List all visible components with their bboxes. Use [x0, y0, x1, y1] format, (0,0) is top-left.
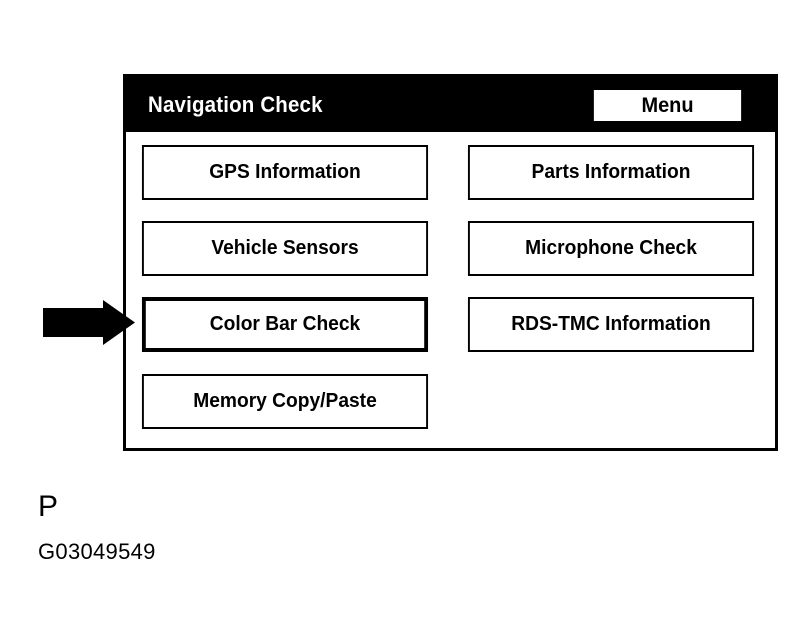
menu-button[interactable]: Menu	[593, 90, 742, 121]
caption-label: P	[38, 490, 59, 523]
navigation-check-panel: Navigation Check Menu GPS Information Ve…	[123, 74, 778, 451]
button-parts-information[interactable]: Parts Information	[467, 145, 755, 200]
button-vehicle-sensors[interactable]: Vehicle Sensors	[141, 221, 429, 276]
button-gps-information[interactable]: GPS Information	[141, 145, 429, 200]
page-title: Navigation Check	[148, 91, 323, 117]
panel-title-bar: Navigation Check Menu	[126, 77, 775, 132]
menu-button-grid: GPS Information Vehicle Sensors Color Ba…	[126, 132, 775, 448]
right-arrow-icon	[43, 300, 135, 345]
button-color-bar-check[interactable]: Color Bar Check	[141, 297, 429, 352]
button-rds-tmc-information[interactable]: RDS-TMC Information	[467, 297, 755, 352]
button-memory-copy-paste[interactable]: Memory Copy/Paste	[141, 374, 429, 429]
button-microphone-check[interactable]: Microphone Check	[467, 221, 755, 276]
figure-id-label: G03049549	[38, 539, 156, 564]
